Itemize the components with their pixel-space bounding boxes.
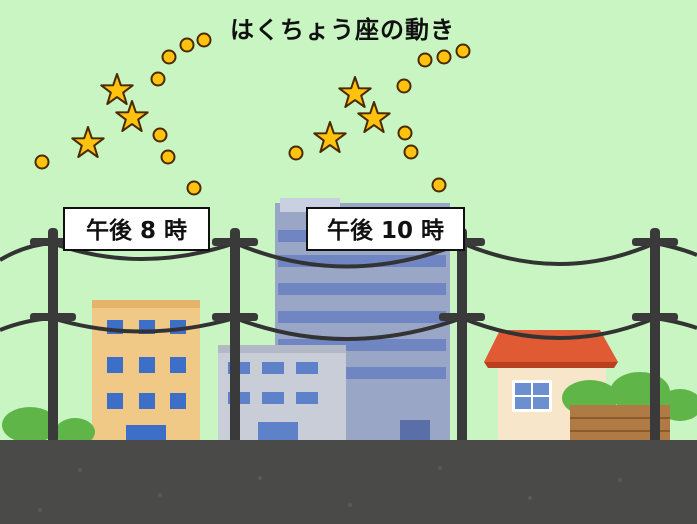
star-icon: [338, 76, 372, 108]
page-title: はくちょう座の動き: [230, 16, 455, 44]
label-8pm: 午後 8 時: [63, 207, 210, 251]
utility-poles: [30, 228, 678, 448]
dot-icon: [186, 180, 202, 196]
dot-icon: [150, 71, 166, 87]
dot-icon: [196, 32, 212, 48]
dot-icon: [152, 127, 168, 143]
dot-icon: [417, 52, 433, 68]
ground: [0, 440, 697, 524]
star-icon: [71, 126, 105, 158]
dot-icon: [288, 145, 304, 161]
dot-icon: [431, 177, 447, 193]
ground-texture: [38, 466, 622, 512]
dot-icon: [403, 144, 419, 160]
label-10pm: 午後 10 時: [306, 207, 465, 251]
dot-icon: [436, 49, 452, 65]
star-icon: [100, 73, 134, 105]
constellation-8pm: [34, 32, 212, 196]
star-icon: [357, 101, 391, 133]
dot-icon: [160, 149, 176, 165]
tan-building: [92, 300, 200, 445]
dot-icon: [397, 125, 413, 141]
star-icon: [115, 100, 149, 132]
dot-icon: [455, 43, 471, 59]
dot-icon: [396, 78, 412, 94]
dot-icon: [34, 154, 50, 170]
dot-icon: [161, 49, 177, 65]
constellation-10pm: [288, 43, 471, 193]
dot-icon: [179, 37, 195, 53]
star-icon: [313, 121, 347, 153]
